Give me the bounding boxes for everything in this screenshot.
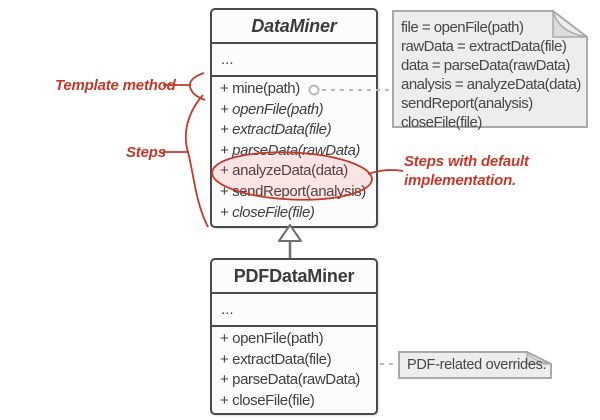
method-row: + openFile(path): [220, 330, 324, 347]
note-line: data = parseData(rawData): [401, 57, 570, 74]
brace-template-method-icon: [189, 72, 206, 101]
note-text: PDF-related overrides.: [398, 351, 552, 375]
brace-steps-icon: [184, 94, 209, 228]
class-title-pdfdataminer: PDFDataMiner: [212, 260, 376, 294]
method-row: + mine(path): [220, 80, 300, 97]
class-box-dataminer: DataMiner ... + mine(path) + openFile(pat…: [210, 8, 378, 228]
method-row: + closeFile(file): [220, 203, 315, 221]
method-row: + analyzeData(data): [220, 162, 348, 180]
note-line: analysis = analyzeData(data): [401, 76, 581, 93]
class-title-dataminer: DataMiner: [212, 10, 376, 44]
method-row: + extractData(file): [220, 350, 332, 368]
note-line: closeFile(file): [401, 114, 482, 131]
method-row: + openFile(path): [220, 100, 324, 118]
class-attributes-ellipsis: ...: [212, 294, 376, 327]
class-box-pdfdataminer: PDFDataMiner ... + openFile(path) + extra…: [210, 258, 378, 415]
annotation-line: Steps with default: [404, 153, 529, 170]
note-line: file = openFile(path): [401, 19, 524, 36]
method-row: + parseData(rawData): [220, 371, 360, 389]
method-row: + sendReport(analysis): [220, 182, 366, 200]
note-mine-pseudocode: file = openFile(path) rawData = extractDa…: [392, 10, 588, 131]
method-row: + extractData(file): [220, 121, 332, 139]
class-attributes-ellipsis: ...: [212, 44, 376, 77]
annotation-line: implementation.: [404, 172, 517, 189]
annotation-steps: Steps: [126, 143, 166, 162]
note-text: file = openFile(path) rawData = extractDa…: [392, 10, 588, 132]
note-paper-icon: [392, 10, 588, 128]
method-row: + parseData(rawData): [220, 141, 360, 159]
annotation-steps-default: Steps with default implementation.: [404, 152, 529, 190]
annotation-line: Steps: [126, 144, 166, 161]
note-line: sendReport(analysis): [401, 95, 533, 112]
note-line: PDF-related overrides.: [407, 357, 547, 373]
annotation-line: Template method: [55, 77, 176, 94]
class-methods-dataminer: + mine(path) + openFile(path) + extractDat…: [212, 77, 376, 225]
note-line: rawData = extractData(file): [401, 38, 567, 55]
note-paper-icon: [398, 351, 552, 379]
method-row: + closeFile(file): [220, 391, 315, 409]
annotation-template-method: Template method: [55, 76, 176, 95]
note-pdf-overrides: PDF-related overrides.: [398, 351, 552, 379]
class-methods-pdfdataminer: + openFile(path) + extractData(file) + par…: [212, 327, 376, 413]
